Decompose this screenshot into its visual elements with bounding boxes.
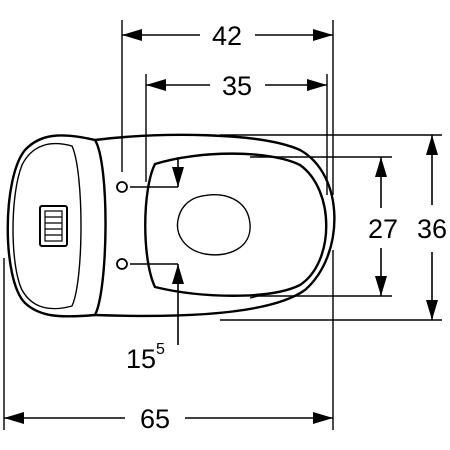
- label-width-overall: 42: [212, 21, 242, 51]
- dimension-36: 36: [417, 135, 447, 320]
- dimension-15-5: 15 5: [126, 157, 184, 374]
- label-fixing-offset-superscript: 5: [156, 341, 165, 358]
- label-height-outer: 36: [417, 214, 447, 244]
- fixing-hole-icon: [116, 181, 128, 193]
- fixing-hole-icon: [116, 258, 128, 270]
- label-fixing-offset: 15: [126, 344, 156, 374]
- label-width-seat: 35: [222, 71, 252, 101]
- dimension-65: 65: [4, 404, 333, 434]
- cistern: [6, 134, 107, 318]
- dimension-42: 42: [122, 21, 333, 51]
- seat-outline: [144, 152, 328, 297]
- label-length-total: 65: [140, 404, 170, 434]
- toilet-seat: [144, 152, 328, 297]
- dimension-35: 35: [146, 71, 327, 101]
- cistern-lid: [12, 142, 82, 310]
- fixing-holes: [116, 181, 128, 270]
- dimension-27: 27: [368, 157, 398, 296]
- flush-button-icon: [39, 205, 68, 247]
- extension-lines: [3, 20, 442, 430]
- label-height-inner: 27: [368, 214, 398, 244]
- seat-inner-outline: [176, 194, 251, 256]
